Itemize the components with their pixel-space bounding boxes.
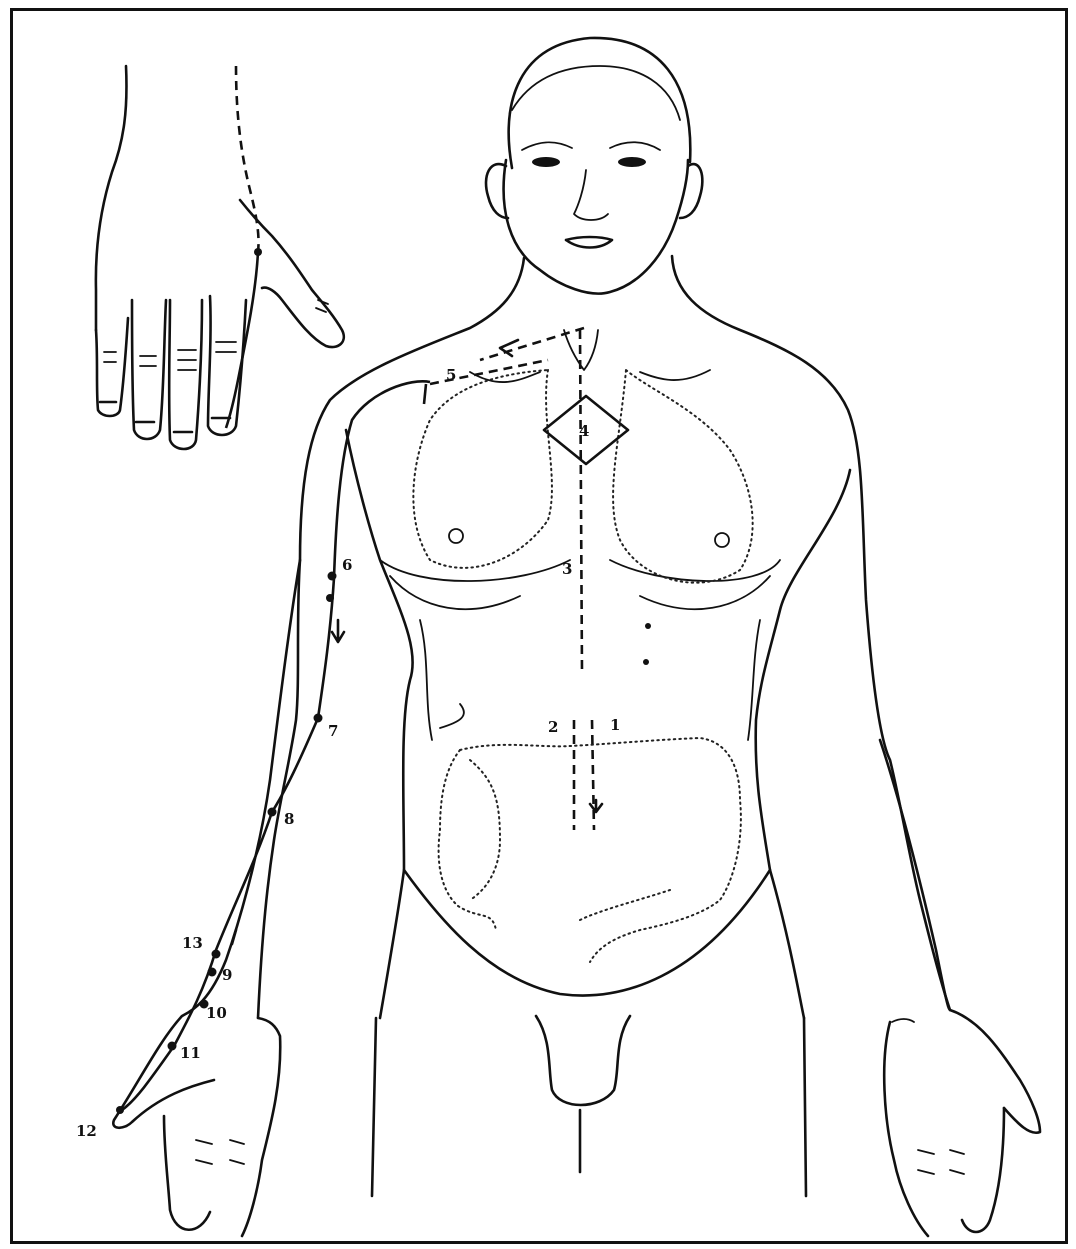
abdomen-dot-2 [643, 659, 649, 665]
acupoint-7 [314, 714, 323, 723]
hand-inset [96, 66, 344, 449]
label-2: 2 [548, 718, 558, 736]
large-intestine [439, 738, 741, 962]
label-10: 10 [206, 1004, 227, 1022]
torso [258, 256, 950, 1196]
label-4: 4 [579, 422, 589, 440]
left-eye [532, 157, 560, 167]
label-3: 3 [562, 560, 572, 578]
acupoint-11 [168, 1042, 177, 1051]
right-eye [618, 157, 646, 167]
label-5: 5 [446, 366, 456, 384]
acupoint-6b [326, 594, 334, 602]
label-13: 13 [182, 934, 203, 952]
acupoint-9 [208, 968, 217, 977]
label-11: 11 [180, 1044, 201, 1062]
label-6: 6 [342, 556, 352, 574]
acupoint-6 [328, 572, 337, 581]
label-9: 9 [222, 966, 232, 984]
abdomen-dot-1 [645, 623, 651, 629]
right-nipple [715, 533, 729, 547]
left-arm [113, 560, 300, 1236]
label-8: 8 [284, 810, 294, 828]
hand-point [254, 248, 262, 256]
right-arm [880, 740, 1040, 1236]
left-nipple [449, 529, 463, 543]
label-1: 1 [610, 716, 620, 734]
acupoint-12 [116, 1106, 124, 1114]
lungs [413, 370, 752, 583]
label-7: 7 [328, 722, 338, 740]
head [486, 38, 702, 294]
acupoint-8 [268, 808, 277, 817]
label-12: 12 [76, 1122, 97, 1140]
acupoint-13 [212, 950, 221, 959]
